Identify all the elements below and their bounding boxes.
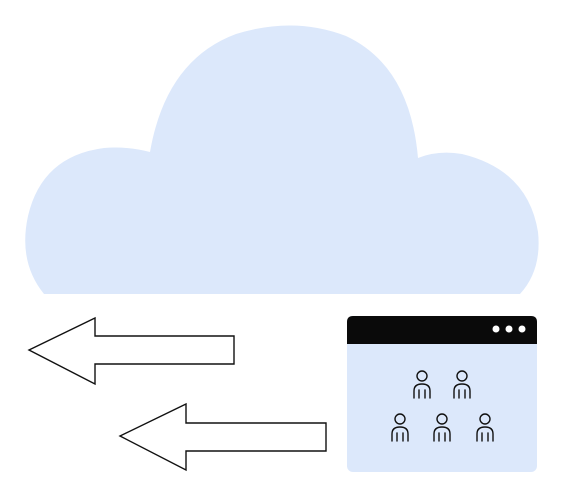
- window-dot: [518, 325, 526, 333]
- cloud-icon: [25, 25, 539, 294]
- people-group: [391, 370, 494, 442]
- person-icon: [413, 370, 431, 399]
- person-icon: [453, 370, 471, 399]
- window-dot: [505, 325, 513, 333]
- arrow-left-icon: [118, 402, 327, 472]
- browser-window: [347, 316, 537, 472]
- arrow-left-icon: [27, 316, 235, 386]
- window-dots: [492, 325, 526, 333]
- person-icon: [391, 413, 409, 442]
- person-icon: [433, 413, 451, 442]
- person-icon: [476, 413, 494, 442]
- window-dot: [492, 325, 500, 333]
